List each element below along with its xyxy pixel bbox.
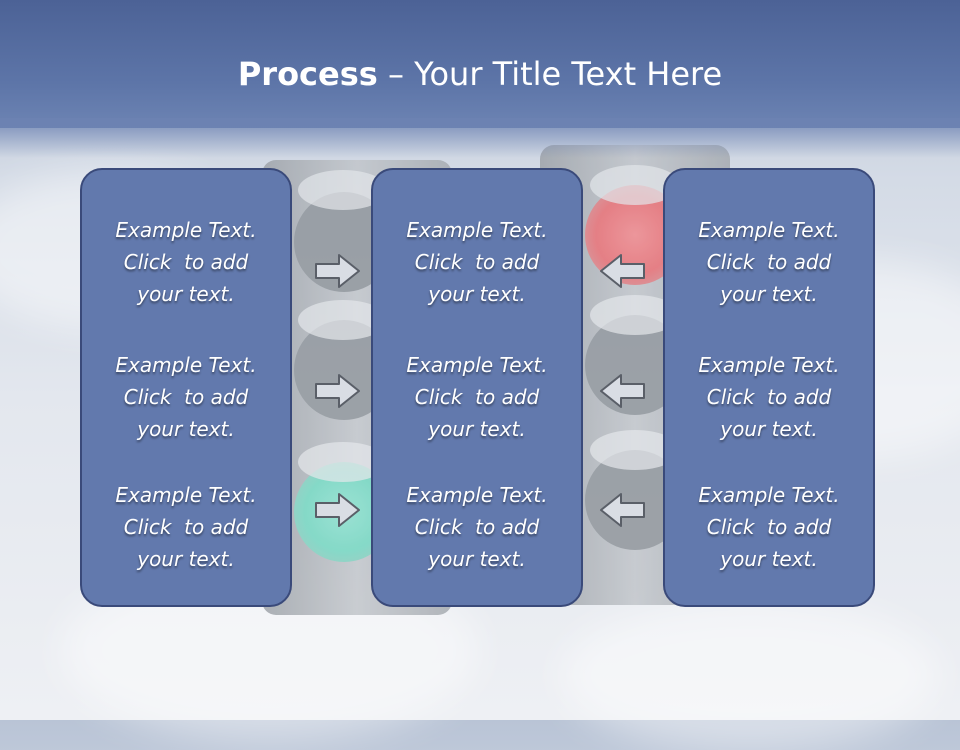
arrow-left-icon (600, 493, 645, 527)
text-line: your text. (720, 282, 818, 306)
text-item[interactable]: Example Text. Click to add your text. (665, 349, 873, 445)
text-line: Click to add (123, 385, 249, 409)
text-line: Example Text. (115, 483, 257, 507)
text-item[interactable]: Example Text. Click to add your text. (82, 349, 290, 445)
text-item[interactable]: Example Text. Click to add your text. (82, 479, 290, 575)
text-line: your text. (720, 417, 818, 441)
text-line: Click to add (706, 250, 832, 274)
text-line: Click to add (414, 385, 540, 409)
text-line: Example Text. (115, 353, 257, 377)
text-line: Click to add (414, 250, 540, 274)
text-box-left[interactable]: Example Text. Click to add your text. Ex… (80, 168, 292, 607)
text-line: Click to add (706, 385, 832, 409)
arrow-left-icon (600, 374, 645, 408)
text-item[interactable]: Example Text. Click to add your text. (665, 479, 873, 575)
title-bar-fade (0, 118, 960, 158)
text-item[interactable]: Example Text. Click to add your text. (373, 214, 581, 310)
text-line: your text. (428, 547, 526, 571)
text-item[interactable]: Example Text. Click to add your text. (373, 349, 581, 445)
slide-title-bold: Process (237, 55, 378, 93)
arrow-right-icon (315, 493, 360, 527)
text-line: Example Text. (406, 353, 548, 377)
text-line: Click to add (414, 515, 540, 539)
text-line: your text. (428, 417, 526, 441)
text-item[interactable]: Example Text. Click to add your text. (82, 214, 290, 310)
text-line: your text. (137, 282, 235, 306)
text-line: Example Text. (406, 483, 548, 507)
arrow-right-icon (315, 374, 360, 408)
text-line: your text. (137, 547, 235, 571)
text-line: Example Text. (698, 218, 840, 242)
slide-title[interactable]: Process – Your Title Text Here (0, 52, 960, 96)
text-line: your text. (720, 547, 818, 571)
text-line: Click to add (706, 515, 832, 539)
arrow-right-icon (315, 254, 360, 288)
arrow-left-icon (600, 254, 645, 288)
text-line: Click to add (123, 250, 249, 274)
slide-title-rest: – Your Title Text Here (377, 55, 723, 93)
text-line: your text. (428, 282, 526, 306)
title-bar (0, 0, 960, 128)
text-item[interactable]: Example Text. Click to add your text. (665, 214, 873, 310)
text-line: Example Text. (115, 218, 257, 242)
text-line: Example Text. (698, 353, 840, 377)
text-line: Example Text. (406, 218, 548, 242)
text-line: Example Text. (698, 483, 840, 507)
text-line: Click to add (123, 515, 249, 539)
text-line: your text. (137, 417, 235, 441)
text-item[interactable]: Example Text. Click to add your text. (373, 479, 581, 575)
text-box-center[interactable]: Example Text. Click to add your text. Ex… (371, 168, 583, 607)
text-box-right[interactable]: Example Text. Click to add your text. Ex… (663, 168, 875, 607)
